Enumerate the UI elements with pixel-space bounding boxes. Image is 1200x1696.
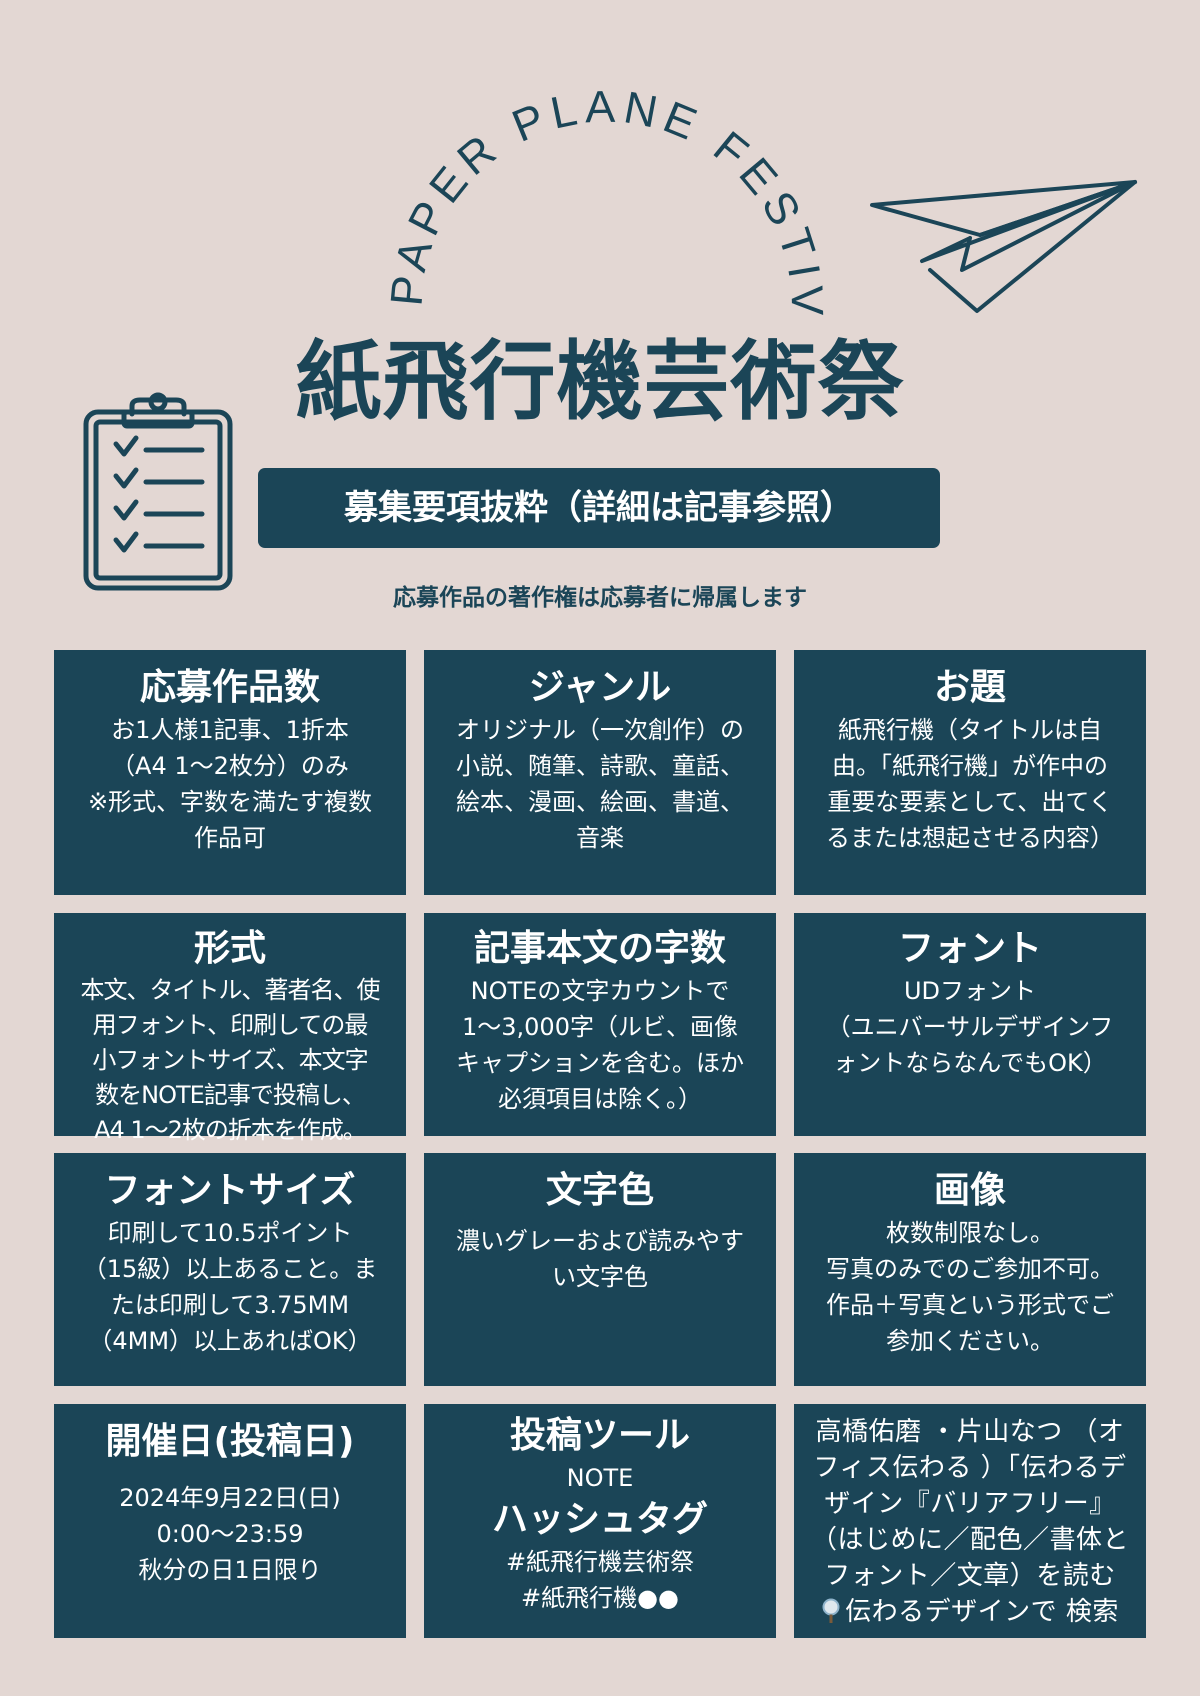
card-title: 形式 [193,928,266,969]
card-tool: 投稿ツール NOTE ハッシュタグ #紙飛行機芸術祭 #紙飛行機●● [424,1404,776,1638]
card-text-color: 文字色 濃いグレーおよび読みやす い文字色 [424,1153,776,1386]
card-entries: 応募作品数 お1人様1記事、1折本 （A4 1〜2枚分）のみ ※形式、字数を満た… [54,650,406,895]
card-line: キャプションを含む。ほか [456,1049,744,1077]
card-line: ォントならなんでもOK） [833,1049,1107,1077]
card-line: 作品可 [194,824,266,852]
card-line: 1〜3,000字（ルビ、画像 [462,1013,738,1041]
card-title: フォントサイズ [104,1170,356,1211]
card-font: フォント UDフォント （ユニバーサルデザインフ ォントならなんでもOK） [794,913,1146,1136]
card-line: お1人様1記事、1折本 [111,716,349,744]
card-line: 必須項目は除く。） [498,1085,702,1113]
card-line: （15級）以上あること。ま [82,1255,378,1283]
card-line: 本文、タイトル、著者名、使 [80,976,381,1004]
card-line: （ユニバーサルデザインフ [826,1013,1114,1041]
card-credits: 高橋佑磨 ・片山なつ （オ フィス伝わる ）「伝わるデ ザイン『バリアフリー』 … [794,1404,1146,1638]
card-line: 絵本、漫画、絵画、書道、 [456,788,744,816]
card-word-count: 記事本文の字数 NOTEの文字カウントで 1〜3,000字（ルビ、画像 キャプシ… [424,913,776,1136]
credit-line: フォント／文章）を読む [824,1561,1116,1591]
card-title: ジャンル [528,667,672,708]
card-line: 写真のみでのご参加不可。 [826,1255,1114,1283]
card-images: 画像 枚数制限なし。 写真のみでのご参加不可。 作品＋写真という形式でご 参加く… [794,1153,1146,1386]
card-line: 小フォントサイズ、本文字 [92,1046,368,1074]
card-line: NOTEの文字カウントで [470,977,730,1005]
card-line: オリジナル（一次創作）の [456,716,744,744]
card-line: 0:00〜23:59 [156,1520,304,1548]
card-line: 紙飛行機（タイトルは自 [838,716,1102,744]
arc-title: PAPER PLANE FESTIVAL [0,0,833,319]
svg-text:PAPER PLANE FESTIVAL: PAPER PLANE FESTIVAL [0,0,833,319]
card-title: 画像 [933,1170,1006,1211]
card-line: （A4 1〜2枚分）のみ [111,752,349,780]
clipboard-checklist-icon [83,392,233,591]
card-line: 参加ください。 [886,1327,1054,1355]
card-line: い文字色 [552,1263,648,1291]
card-title: 応募作品数 [139,667,320,708]
card-line: 濃いグレーおよび読みやす [456,1227,744,1255]
card-title: フォント [897,928,1042,969]
card-line: 用フォント、印刷しての最 [92,1011,369,1039]
card-format: 形式 本文、タイトル、著者名、使 用フォント、印刷しての最 小フォントサイズ、本… [54,913,406,1144]
main-title: 紙飛行機芸術祭 [295,332,905,432]
banner-heading: 募集要項抜粋（詳細は記事参照） [258,468,940,548]
card-line: （4MM）以上あればOK） [88,1327,372,1355]
card-date: 開催日(投稿日) 2024年9月22日(日) 0:00〜23:59 秋分の日1日… [54,1404,406,1638]
card-line: 2024年9月22日(日) [119,1484,341,1512]
card-line: 印刷して10.5ポイント [107,1219,353,1247]
credit-search-text: 伝わるデザインで 検索 [845,1597,1119,1627]
card-line: 数をNOTE記事で投稿し、 [95,1081,366,1109]
card-line: 作品＋写真という形式でご [826,1291,1114,1319]
credit-line: フィス伝わる ）「伝わるデ [813,1453,1127,1483]
card-font-size: フォントサイズ 印刷して10.5ポイント （15級）以上あること。ま たは印刷し… [54,1153,406,1386]
card-line: A4 1〜2枚の折本を作成。 [94,1116,367,1144]
card-line: るまたは想起させる内容） [826,824,1114,852]
card-title: 開催日(投稿日) [105,1421,355,1462]
hashtag-line: #紙飛行機芸術祭 [505,1548,695,1576]
hashtag-title: ハッシュタグ [491,1499,708,1540]
paper-plane-icon [870,180,1137,313]
copyright-note: 応募作品の著作権は応募者に帰属します [393,585,807,611]
magnifier-icon [822,1598,840,1623]
card-line: 枚数制限なし。 [886,1219,1054,1247]
card-line: 音楽 [576,824,624,852]
credit-search-line: 伝わるデザインで 検索 [800,1594,1140,1630]
card-theme: お題 紙飛行機（タイトルは自 由。「紙飛行機」が作中の 重要な要素として、出てく… [794,650,1146,895]
card-line: 小説、随筆、詩歌、童話、 [456,752,744,780]
card-line: UDフォント [903,977,1037,1005]
credit-line: （はじめに／配色／書体と [810,1525,1129,1555]
hashtag-line: #紙飛行機●● [521,1584,679,1612]
card-line: 重要な要素として、出てく [827,788,1113,816]
card-line: ※形式、字数を満たす複数 [87,788,373,816]
card-title: お題 [933,667,1006,708]
card-title: 記事本文の字数 [473,928,726,969]
card-line: 秋分の日1日限り [138,1556,322,1584]
card-title: 投稿ツール [509,1415,690,1456]
card-title: 文字色 [545,1170,654,1211]
credit-line: 高橋佑磨 ・片山なつ （オ [815,1417,1125,1447]
arc-title-text: PAPER PLANE FESTIVAL [0,0,827,319]
card-line: たは印刷して3.75MM [110,1291,350,1319]
tool-value: NOTE [566,1464,634,1492]
card-genre: ジャンル オリジナル（一次創作）の 小説、随筆、詩歌、童話、 絵本、漫画、絵画、… [424,650,776,895]
credit-line: ザイン『バリアフリー』 [824,1489,1116,1519]
card-line: 由。「紙飛行機」が作中の [832,752,1108,780]
